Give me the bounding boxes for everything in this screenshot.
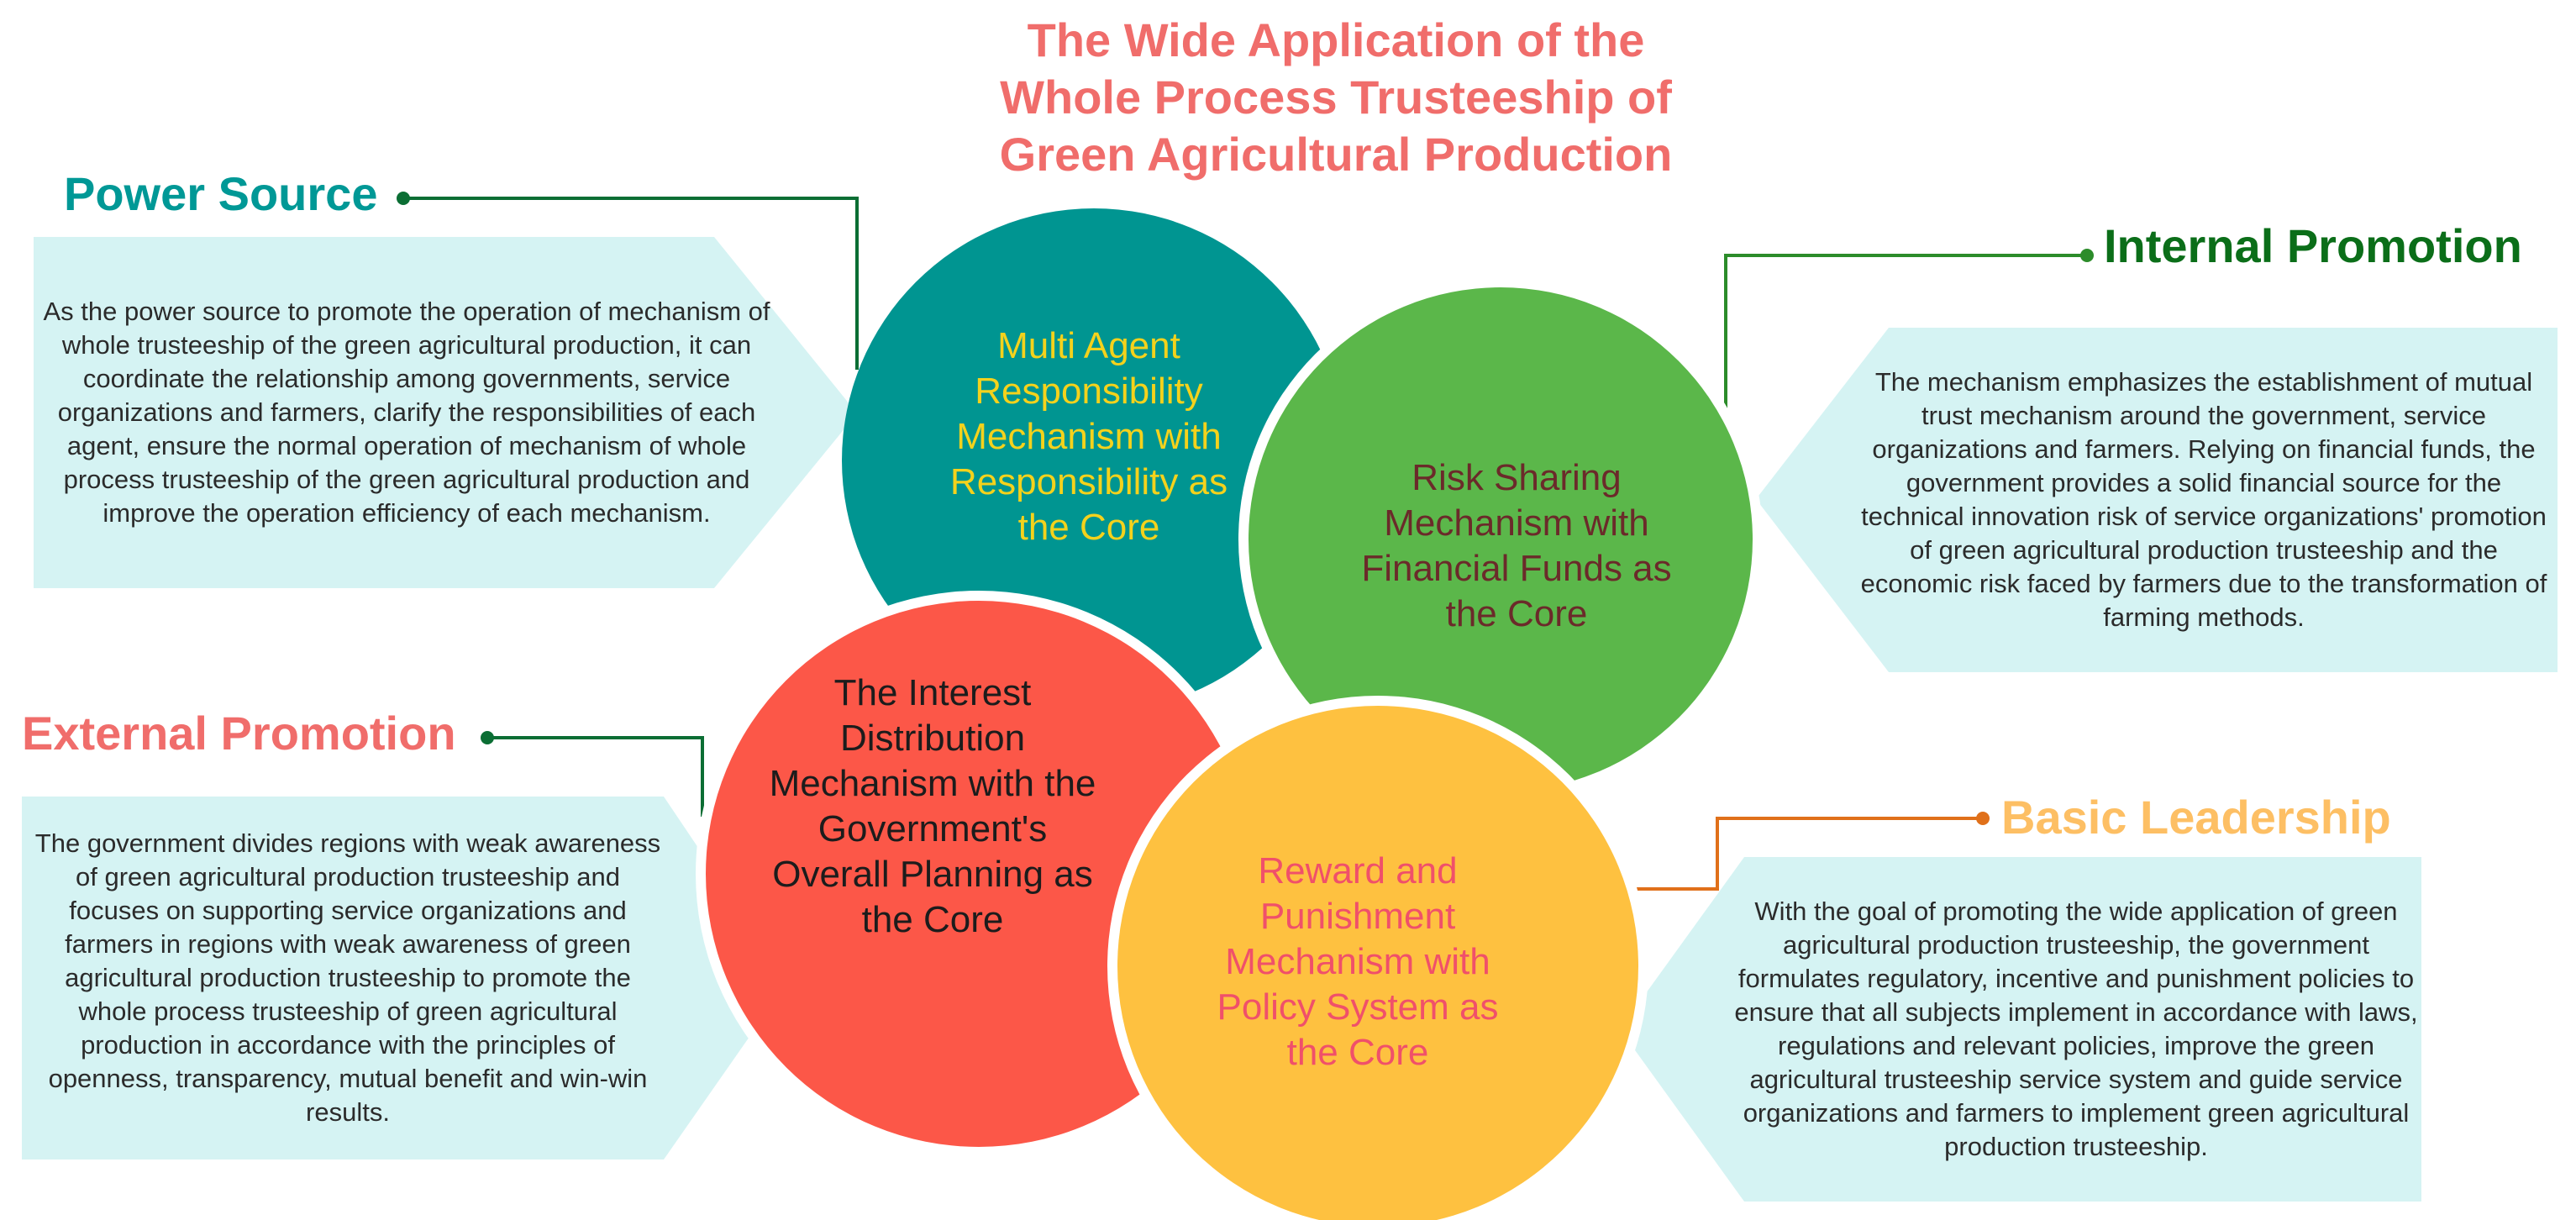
title-line-3: Green Agricultural Production (999, 128, 1673, 181)
internal-promotion-text-box (1756, 328, 2558, 672)
external-promotion-text: The government divides regions with weak… (29, 805, 667, 1151)
teal-circle-label: Multi Agent Responsibility Mechanism wit… (949, 325, 1228, 548)
green-circle (1249, 287, 1753, 791)
basic-leadership-heading: Basic Leadership (2001, 791, 2391, 844)
external-promotion-heading: External Promotion (22, 707, 456, 760)
internal-promotion-paragraph: The mechanism emphasizes the establishme… (1860, 367, 2547, 632)
power-source-connector (397, 192, 859, 370)
title-line-1: The Wide Application of the (1027, 13, 1645, 66)
teal-circle (842, 208, 1346, 713)
green-circle-label: Risk Sharing Mechanism with Financial Fu… (1361, 457, 1672, 634)
yellow-circle (1117, 706, 1638, 1220)
external-promotion-text-box (22, 797, 788, 1160)
basic-leadership-paragraph: With the goal of promoting the wide appl… (1734, 897, 2418, 1161)
external-promotion-paragraph: The government divides regions with weak… (34, 828, 661, 1127)
internal-promotion-heading: Internal Promotion (2104, 219, 2522, 272)
basic-leadership-text: With the goal of promoting the wide appl… (1734, 865, 2418, 1193)
red-circle-label: The Interest Distribution Mechanism with… (769, 672, 1096, 940)
title-line-2: Whole Process Trusteeship of (1000, 71, 1672, 124)
basic-leadership-text-box (1620, 857, 2421, 1202)
power-source-heading: Power Source (64, 167, 378, 220)
power-source-paragraph: As the power source to promote the opera… (43, 297, 770, 528)
power-source-text-box (34, 237, 857, 588)
diagram-title: The Wide Application of the Whole Proces… (907, 12, 1764, 183)
yellow-circle-label: Reward and Punishment Mechanism with Pol… (1217, 850, 1499, 1073)
power-source-text: As the power source to promote the opera… (37, 245, 776, 580)
basic-leadership-connector (1622, 812, 1990, 891)
internal-promotion-text: The mechanism emphasizes the establishme… (1853, 336, 2554, 664)
